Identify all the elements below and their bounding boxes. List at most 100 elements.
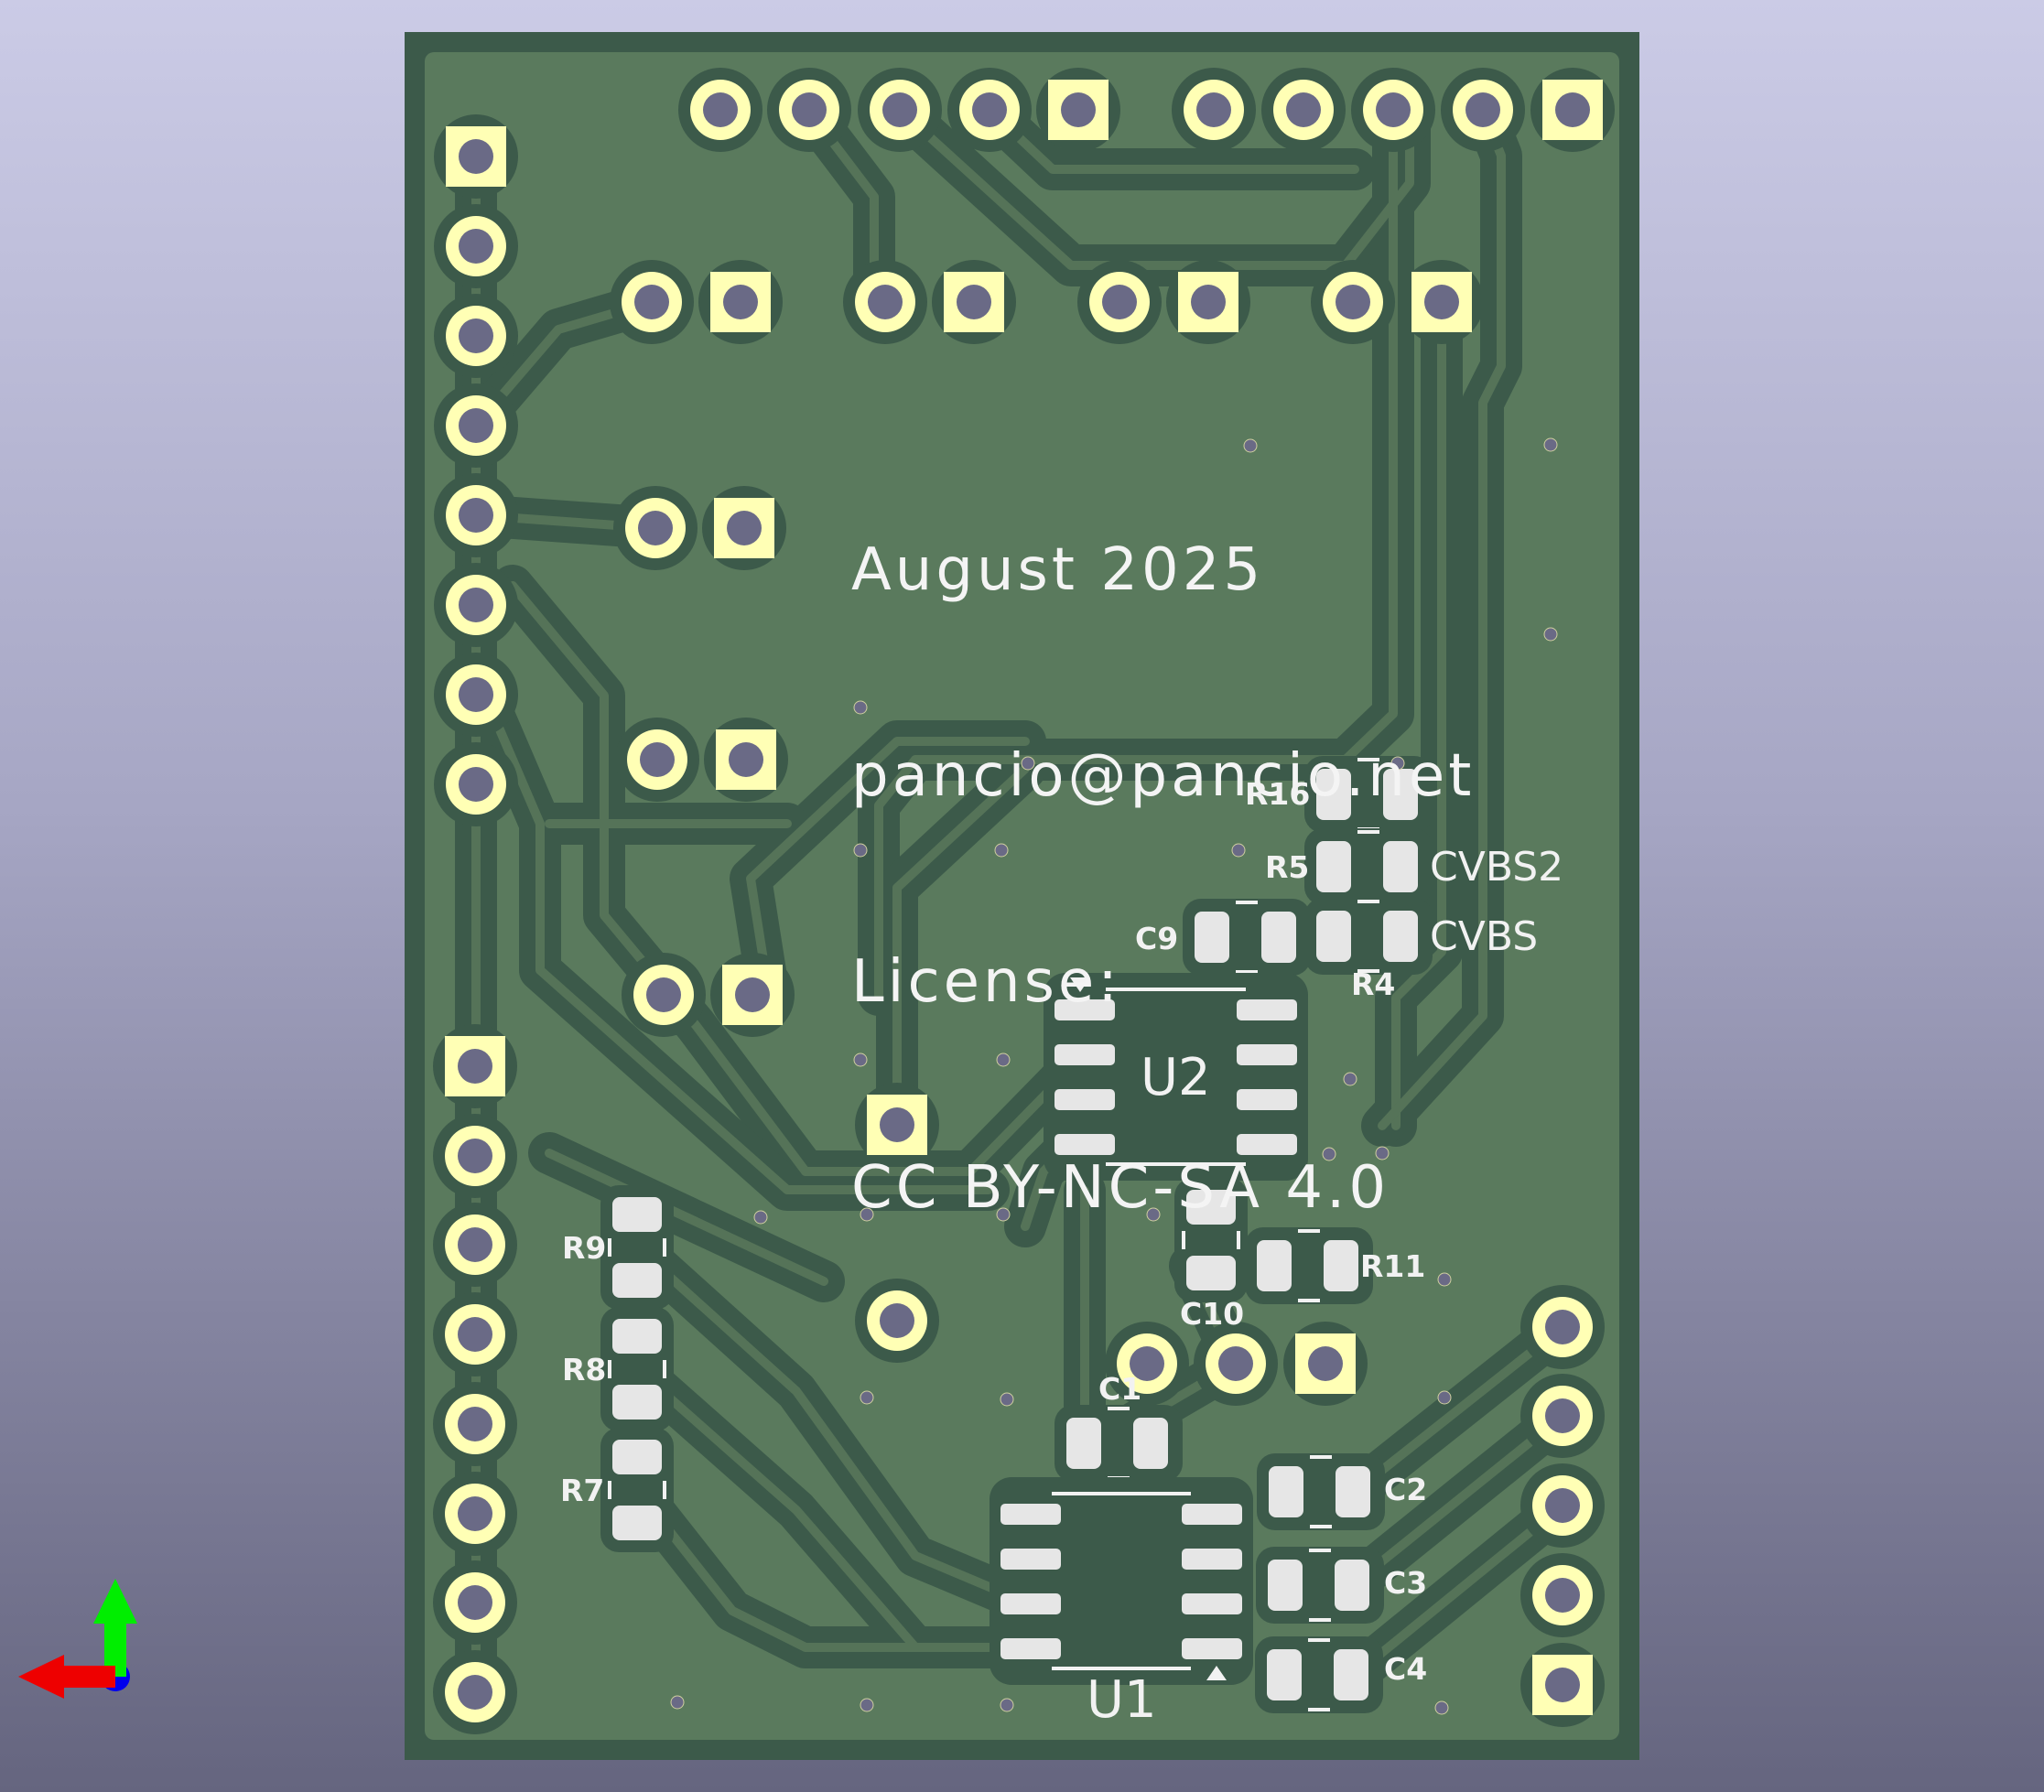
ref-r11: R11	[1360, 1248, 1426, 1284]
via	[1000, 1392, 1014, 1407]
via	[1434, 1700, 1449, 1715]
ic-pad	[1054, 1089, 1115, 1110]
drill-hole	[458, 1407, 492, 1441]
ref-r16: R16	[1245, 776, 1311, 812]
via	[860, 1207, 874, 1222]
net-label-cvbs2: CVBS2	[1430, 844, 1564, 891]
ic-pad	[1182, 1593, 1242, 1614]
drill-hole	[1130, 1346, 1164, 1381]
via	[1000, 1698, 1014, 1712]
drill-hole	[634, 285, 669, 319]
drill-hole	[1545, 1310, 1580, 1344]
smd-pad	[612, 1319, 662, 1354]
trace	[874, 105, 1398, 999]
ref-u1: U1	[1087, 1670, 1157, 1730]
via	[1437, 1272, 1452, 1287]
drill-hole	[458, 1585, 492, 1620]
smd-c9	[1183, 899, 1311, 976]
ref-c10: C10	[1180, 1296, 1245, 1332]
via	[1437, 1390, 1452, 1405]
ic-pad	[1182, 1549, 1242, 1570]
smd-pad	[1383, 841, 1418, 892]
drill-hole	[646, 977, 681, 1012]
smd-c1	[1054, 1405, 1183, 1482]
drill-hole	[1061, 92, 1096, 127]
drill-hole	[1465, 92, 1500, 127]
smd-r5	[1304, 828, 1433, 905]
smd-pad	[1195, 912, 1229, 963]
drill-hole	[735, 977, 770, 1012]
smd-pad	[1261, 912, 1296, 963]
ic-pad	[1182, 1638, 1242, 1659]
smd-c4	[1255, 1636, 1383, 1713]
smd-pad	[1269, 1466, 1303, 1517]
trace	[545, 1149, 828, 1286]
via	[860, 1698, 874, 1712]
smd-r11	[1245, 1227, 1373, 1304]
drill-hole	[1545, 1578, 1580, 1613]
smd-pad	[1383, 769, 1418, 820]
y-axis-arrow-icon	[93, 1579, 137, 1624]
smd-r7	[600, 1428, 674, 1552]
smd-pad	[1268, 1560, 1303, 1611]
drill-hole	[1191, 285, 1226, 319]
drill-hole	[880, 1107, 914, 1142]
smd-pad	[612, 1197, 662, 1232]
via	[996, 1053, 1011, 1067]
drill-hole	[1308, 1346, 1343, 1381]
via	[1231, 843, 1246, 858]
smd-pad	[1267, 1649, 1302, 1700]
via	[670, 1695, 685, 1710]
smd-pad	[1335, 1560, 1369, 1611]
via	[1543, 437, 1558, 452]
smd-pad	[1383, 911, 1418, 962]
ref-r8: R8	[562, 1352, 607, 1387]
via	[1543, 627, 1558, 642]
drill-hole	[1286, 92, 1321, 127]
ic-pad	[1000, 1504, 1061, 1525]
drill-hole	[458, 1227, 492, 1262]
drill-hole	[640, 742, 675, 777]
smd-c2	[1257, 1453, 1385, 1530]
drill-hole	[957, 285, 991, 319]
drill-hole	[459, 677, 493, 712]
smd-c10	[1174, 1178, 1248, 1302]
drill-hole	[459, 767, 493, 802]
drill-hole	[459, 498, 493, 533]
ic-pad	[1237, 999, 1297, 1020]
smd-pad	[612, 1385, 662, 1420]
smd-pad	[1257, 1240, 1292, 1291]
drill-hole	[882, 92, 917, 127]
x-axis-shaft	[60, 1666, 115, 1688]
smd-pad	[1316, 911, 1351, 962]
smd-c3	[1256, 1547, 1384, 1624]
ref-c3: C3	[1384, 1565, 1428, 1601]
ref-r9: R9	[562, 1230, 607, 1266]
via	[1146, 1207, 1161, 1222]
smd-r8	[600, 1307, 674, 1431]
ic-pad	[1182, 1504, 1242, 1525]
license-value: CC BY-NC-SA 4.0	[851, 1154, 1390, 1222]
drill-hole	[459, 318, 493, 353]
drill-hole	[1555, 92, 1590, 127]
trace	[1350, 1411, 1567, 1588]
drill-hole	[703, 92, 738, 127]
drill-hole	[729, 742, 763, 777]
pin1-marker-icon	[1206, 1666, 1227, 1680]
via	[1375, 1146, 1390, 1160]
smd-pad	[1316, 769, 1351, 820]
ic-pad	[1054, 1134, 1115, 1155]
via	[1322, 1147, 1336, 1161]
ic-pad	[1000, 1549, 1061, 1570]
drill-hole	[458, 1675, 492, 1710]
ic-clearance	[990, 1477, 1253, 1685]
ic-pad	[1000, 1638, 1061, 1659]
ref-u2: U2	[1141, 1048, 1211, 1107]
smd-r4	[1304, 898, 1433, 975]
drill-hole	[1218, 1346, 1253, 1381]
ic-u2	[1044, 973, 1308, 1181]
ic-u1	[990, 1477, 1253, 1685]
smd-pad	[612, 1506, 662, 1540]
